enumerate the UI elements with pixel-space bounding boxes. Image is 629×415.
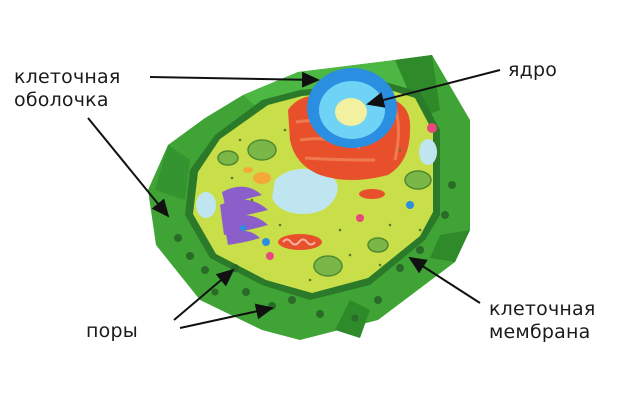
vacuoles: [196, 139, 437, 218]
label-cell-wall: клеточная оболочка: [14, 66, 121, 112]
arrow-membrane: [408, 256, 481, 304]
pointer-arrows: [87, 69, 501, 329]
nucleus: [307, 68, 397, 148]
label-cell-membrane-line2: мембрана: [489, 321, 591, 343]
arrow-pores-1: [173, 268, 235, 321]
label-cell-wall-line1: клеточная: [14, 66, 121, 88]
small-organelles: [240, 123, 437, 260]
arrow-cell-wall: [149, 71, 320, 88]
label-cell-membrane-line1: клеточная: [489, 298, 596, 320]
golgi-apparatus: [220, 186, 268, 245]
ribosomes: [230, 128, 422, 282]
label-nucleus: ядро: [508, 59, 558, 81]
chloroplasts: [217, 139, 432, 277]
label-pores: поры: [86, 320, 138, 342]
label-cell-wall-line2: оболочка: [14, 89, 109, 111]
arrow-nucleus: [366, 69, 501, 108]
arrow-pores-2: [179, 303, 274, 329]
mitochondria: [253, 172, 385, 250]
arrow-cell-wall-2: [87, 117, 170, 218]
label-cell-membrane: клеточная мембрана: [489, 298, 596, 344]
